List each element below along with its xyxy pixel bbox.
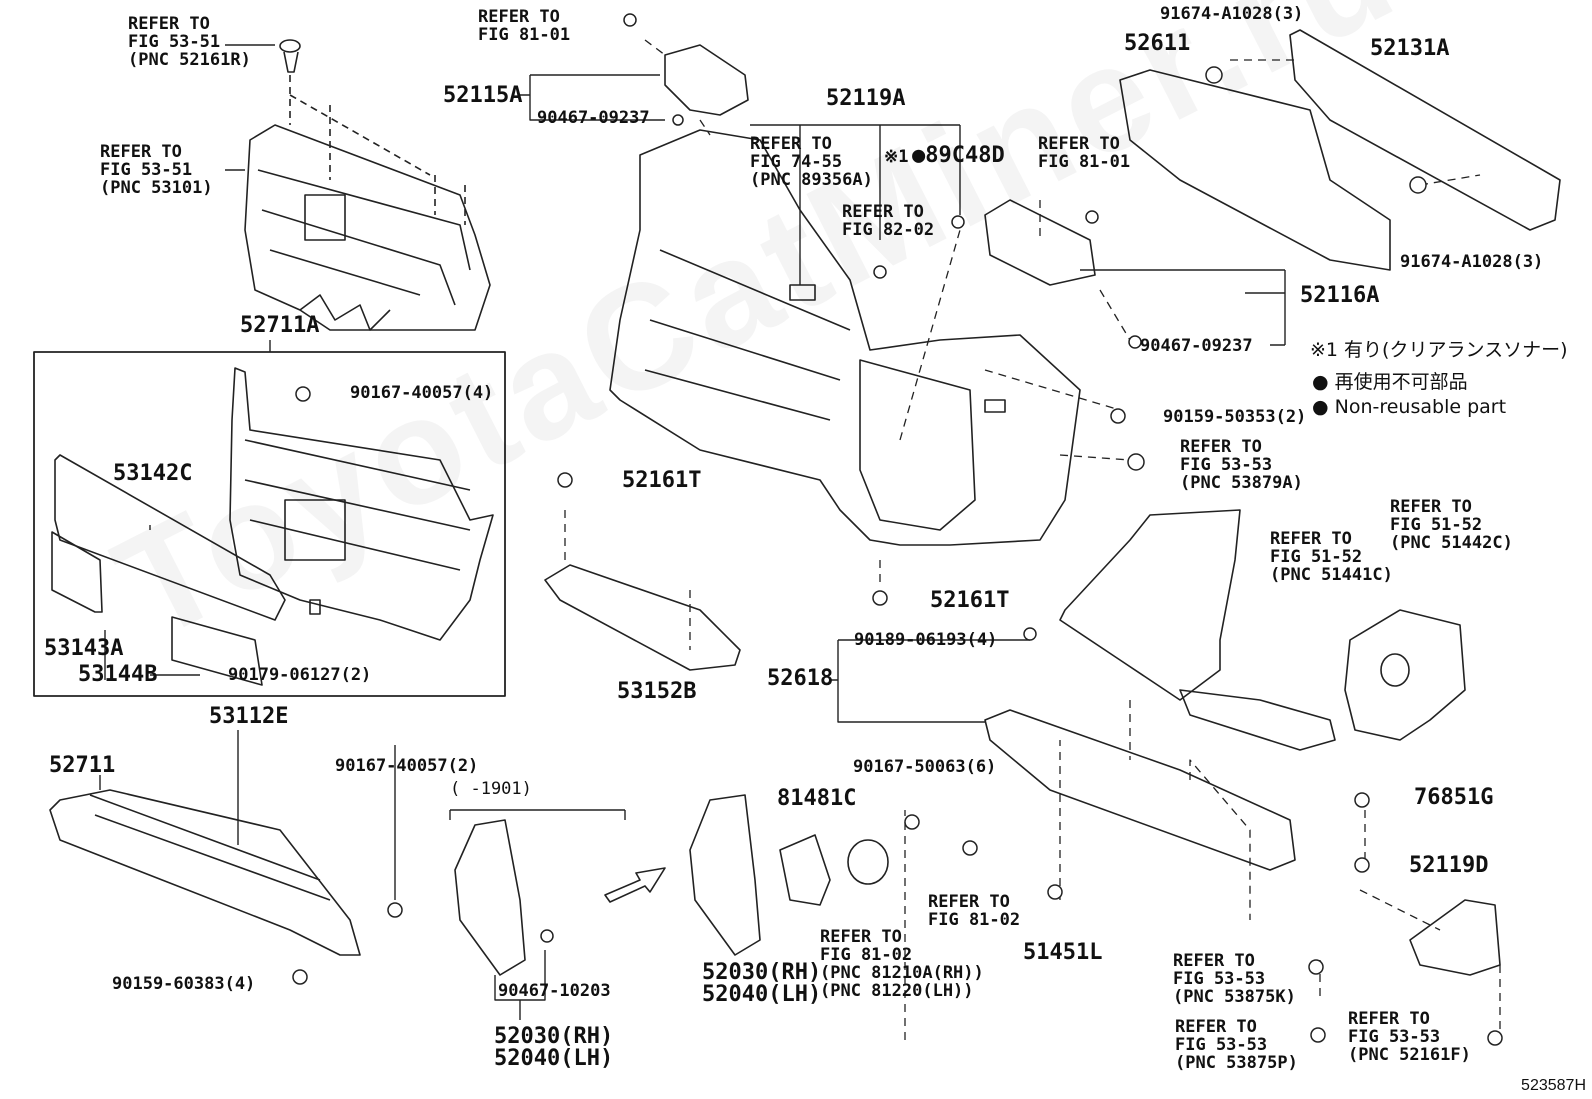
label-90179-06127[interactable]: 90179-06127(2) — [228, 665, 372, 685]
label-53144b[interactable]: 53144B — [78, 662, 158, 687]
label-52711[interactable]: 52711 — [49, 753, 116, 778]
bracket-81481c — [779, 834, 831, 906]
bezel-52030-new — [689, 794, 761, 956]
strip-53142c — [54, 454, 286, 621]
bracket-52115a — [664, 44, 749, 116]
label-52030-52040-old[interactable]: 52030(RH) 52040(LH) — [494, 1024, 614, 1071]
label-ref-fig-81-01-top[interactable]: REFER TO FIG 81-01 — [478, 7, 571, 45]
label-53112e[interactable]: 53112E — [209, 704, 289, 729]
arrow-symbol — [604, 867, 666, 903]
label-ref-fig-81-02-b[interactable]: REFER TO FIG 81-02 (PNC 81210A(RH)) (PNC… — [820, 927, 984, 1001]
label-52131a[interactable]: 52131A — [1370, 36, 1450, 61]
label-52119a[interactable]: 52119A — [826, 86, 906, 111]
undercover-52618 — [984, 709, 1296, 871]
bracket-52116a — [984, 199, 1096, 286]
bezel-52030-old — [454, 819, 526, 976]
legend-nonreusable-en: ● Non-reusable part — [1312, 396, 1507, 418]
label-90467-10203[interactable]: 90467-10203 — [498, 981, 611, 1001]
label-90167-40057-2[interactable]: 90167-40057(2) — [335, 756, 479, 776]
legend-nonreusable-jp: ● 再使用不可部品 — [1312, 371, 1468, 393]
bumper-cover-part — [609, 129, 1081, 546]
legend-note: ※1 有り(クリアランスソナー) — [1310, 339, 1568, 361]
label-91674-a1028-top[interactable]: 91674-A1028(3) — [1160, 4, 1304, 24]
label-ref-fig-74-55[interactable]: REFER TO FIG 74-55 (PNC 89356A) — [750, 134, 873, 190]
undercover-51442c — [1344, 609, 1466, 741]
grille-frame-part — [229, 367, 494, 641]
label-52711a[interactable]: 52711A — [240, 313, 320, 338]
upper-grille-part — [244, 124, 491, 331]
label-ref-fig-81-01-mid[interactable]: REFER TO FIG 81-01 — [1038, 134, 1131, 172]
bracket-52119d — [1409, 899, 1501, 976]
label-90467-09237-b[interactable]: 90467-09237 — [1140, 336, 1253, 356]
clip-52161r — [279, 39, 301, 73]
label-90167-40057-4[interactable]: 90167-40057(4) — [350, 383, 494, 403]
label-52618[interactable]: 52618 — [767, 666, 834, 691]
label-90167-50063[interactable]: 90167-50063(6) — [853, 757, 997, 777]
label-52161t-b[interactable]: 52161T — [930, 588, 1010, 613]
cover-53152b — [544, 564, 741, 671]
label-ref-fig-53-53-53875p[interactable]: REFER TO FIG 53-53 (PNC 53875P) — [1175, 1017, 1298, 1073]
label-53143a[interactable]: 53143A — [44, 636, 124, 661]
label-ref-fig-81-02-a[interactable]: REFER TO FIG 81-02 — [928, 892, 1021, 930]
fog-lamp — [847, 839, 889, 885]
label-ref-fig-53-51-52161r[interactable]: REFER TO FIG 53-51 (PNC 52161R) — [128, 14, 251, 70]
label-52119d[interactable]: 52119D — [1409, 853, 1489, 878]
label-81481c[interactable]: 81481C — [777, 786, 857, 811]
diagram-code: 523587H — [1521, 1077, 1586, 1094]
label-note1: ※1 — [884, 147, 909, 167]
label-52116a[interactable]: 52116A — [1300, 283, 1380, 308]
label-90159-50353[interactable]: 90159-50353(2) — [1163, 407, 1307, 427]
label-ref-fig-53-51-53101[interactable]: REFER TO FIG 53-51 (PNC 53101) — [100, 142, 213, 198]
label-90159-60383[interactable]: 90159-60383(4) — [112, 974, 256, 994]
cover-53143a — [51, 531, 103, 613]
label-90467-09237-a[interactable]: 90467-09237 — [537, 108, 650, 128]
lower-grille-53112e — [49, 789, 361, 956]
reinforcement-52131a — [1119, 29, 1561, 271]
cover-53144b — [171, 616, 263, 686]
label-ref-fig-51-52-51441c[interactable]: REFER TO FIG 51-52 (PNC 51441C) — [1270, 529, 1393, 585]
label-76851g[interactable]: 76851G — [1414, 785, 1494, 810]
label-ref-fig-53-53-53879a[interactable]: REFER TO FIG 53-53 (PNC 53879A) — [1180, 437, 1303, 493]
label-52161t-a[interactable]: 52161T — [622, 468, 702, 493]
label-ref-fig-53-53-53875k[interactable]: REFER TO FIG 53-53 (PNC 53875K) — [1173, 951, 1296, 1007]
undercover-51441c — [1059, 509, 1336, 751]
label-52611[interactable]: 52611 — [1124, 31, 1191, 56]
label-52030-52040-new[interactable]: 52030(RH) 52040(LH) — [702, 960, 822, 1007]
label-53152b[interactable]: 53152B — [617, 679, 697, 704]
label-52115a[interactable]: 52115A — [443, 83, 523, 108]
label-90189-06193[interactable]: 90189-06193(4) — [854, 630, 998, 650]
label-ref-fig-82-02[interactable]: REFER TO FIG 82-02 — [842, 202, 935, 240]
label-53142c[interactable]: 53142C — [113, 461, 193, 486]
label-date-range: ( -1901) — [450, 779, 532, 799]
label-91674-a1028-bottom[interactable]: 91674-A1028(3) — [1400, 252, 1544, 272]
label-51451l[interactable]: 51451L — [1023, 940, 1103, 965]
label-ref-fig-53-53-52161f[interactable]: REFER TO FIG 53-53 (PNC 52161F) — [1348, 1009, 1471, 1065]
label-89c48d[interactable]: ●89C48D — [912, 143, 1005, 168]
label-ref-fig-51-52-51442c[interactable]: REFER TO FIG 51-52 (PNC 51442C) — [1390, 497, 1513, 553]
